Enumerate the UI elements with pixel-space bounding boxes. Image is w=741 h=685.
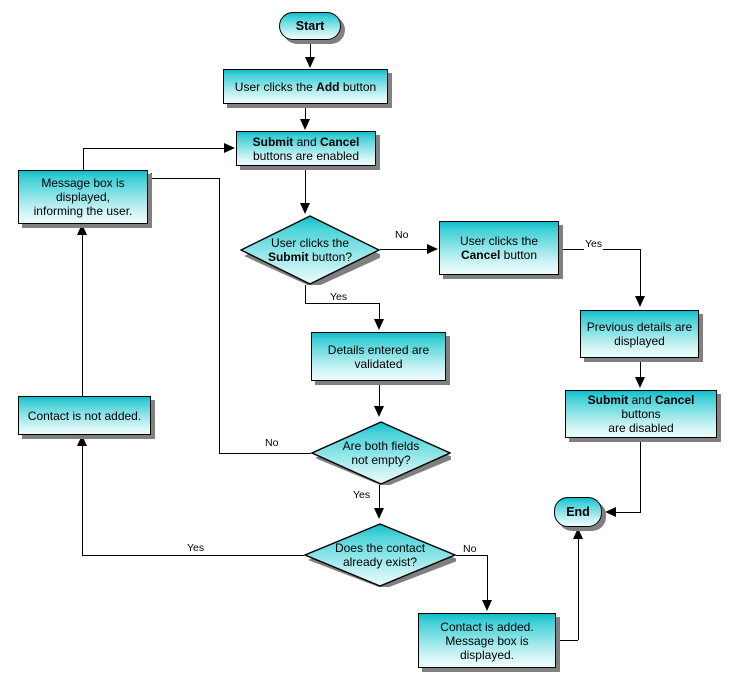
edge-label-yes-fields: Yes [352,489,372,501]
arrowhead-exists-no-to-contact-added [482,600,492,611]
connector-fields-no-vertical [219,178,220,453]
connector-msgbox-right [83,148,224,149]
connector-exists-yes-vertical [82,446,83,555]
arrowhead-prev-to-disabled [635,377,645,388]
connector-disabled-to-end-vertical [640,438,641,512]
connector-disabled-to-end-horizontal [616,512,641,513]
connector-cancel-yes-vertical [640,249,641,297]
connector-exists-no-horizontal [456,555,487,556]
diamond-shape-icon [311,421,451,485]
edge-label-yes-cancel: Yes [584,238,604,250]
arrowhead-add-to-enabled [300,119,310,130]
arrowhead-submit-yes [374,319,384,330]
edge-label-no-submit: No [394,229,410,241]
end-terminator-label: End [566,505,590,519]
connector-contact-added-vertical [578,539,579,640]
connector-fields-no-to-msgbox [148,178,219,179]
arrowhead-disabled-to-end [605,507,616,517]
edge-label-yes-submit: Yes [329,291,349,303]
connector-fields-no-horizontal [219,453,311,454]
arrowhead-cancel-to-prev-details [635,296,645,307]
diamond-shape-icon [304,523,456,587]
connector-msgbox-up [83,148,84,170]
end-terminator[interactable]: End [554,497,602,527]
contact-not-added-label: Contact is not added. [27,408,142,423]
connector-submit-yes-horizontal [305,303,379,304]
connector-add-to-enabled [305,104,306,120]
connector-submit-yes-vertical-b [379,303,380,320]
start-terminator[interactable]: Start [279,12,341,40]
connector-submit-no-horizontal [380,249,427,250]
connector-fields-yes-to-exists [379,485,380,509]
edge-label-no-exists: No [462,543,478,555]
connector-start-to-add [310,40,311,58]
connector-validated-to-fields [379,381,380,407]
connector-enabled-to-submit-decision [305,166,306,204]
user-clicks-add-button-label: User clicks the Add button [234,79,377,94]
start-terminator-label: Start [295,19,325,33]
connector-exists-no-vertical [487,555,488,601]
edge-label-no-fields: No [264,437,280,449]
connector-exists-yes-horizontal [82,555,304,556]
arrowhead-contact-added-to-end [573,528,583,539]
arrowhead-validated-to-fields [374,406,384,417]
connector-submit-yes-vertical-a [305,285,306,303]
user-clicks-add-button-process[interactable]: User clicks the Add button [223,69,388,104]
arrowhead-exists-yes-to-not-added [77,435,87,446]
arrowhead-not-added-to-msgbox [77,224,87,235]
arrowhead-submit-no [427,244,438,254]
edge-label-yes-exists: Yes [186,542,206,554]
connector-contact-added-horizontal [556,640,578,641]
arrowhead-msgbox-to-enabled [224,143,235,153]
connector-not-added-to-msgbox [82,235,83,396]
contact-not-added-process[interactable]: Contact is not added. [18,396,151,435]
arrowhead-start-to-add [305,57,315,68]
arrowhead-enabled-to-submit-decision [300,203,310,214]
diamond-shape-icon [240,215,380,285]
connector-prev-to-disabled [640,358,641,378]
arrowhead-fields-yes-to-exists [374,508,384,519]
